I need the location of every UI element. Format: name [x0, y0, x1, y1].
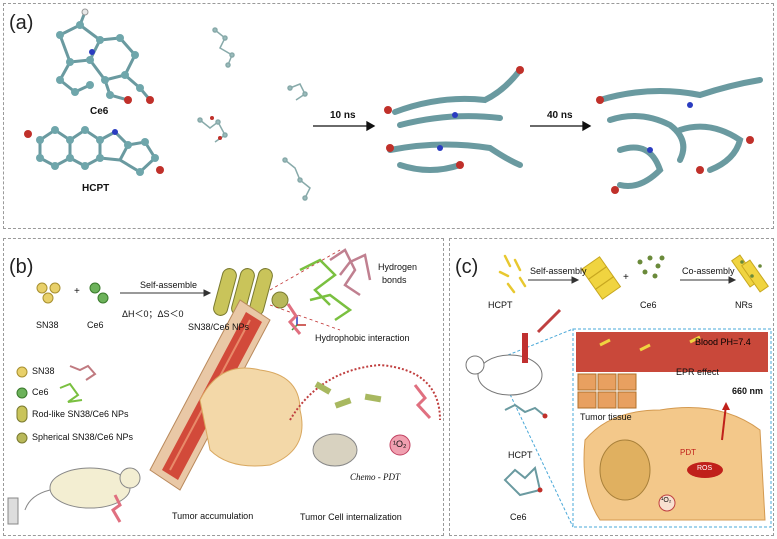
rod-nps: [213, 268, 273, 316]
ce6-mol-label: Ce6: [510, 512, 527, 522]
ce6-dots-c: [637, 255, 665, 279]
internalized-rods: [314, 381, 382, 409]
singlet-oxygen-b: ¹O₂: [393, 439, 407, 449]
cell-membrane-b: [289, 363, 441, 421]
molecular-model: [299, 248, 372, 322]
hcpt-label-c: HCPT: [488, 300, 513, 310]
ce6-label-c: Ce6: [640, 300, 657, 310]
ce6-molecule-c: [503, 466, 542, 497]
panel-a: [3, 3, 774, 229]
hbond-label-2: bonds: [382, 275, 407, 285]
nrs-c: [731, 254, 769, 293]
sphere-np: [271, 291, 289, 309]
sn38-label: SN38: [36, 320, 59, 330]
tumor-tissue-label: Tumor tissue: [580, 412, 632, 422]
plus-c: +: [623, 272, 629, 283]
hbond-label-1: Hydrogen: [378, 262, 418, 272]
nrs-label: NRs: [735, 300, 753, 310]
blood-ph-label: Blood PH=7.4: [695, 337, 751, 347]
singlet-oxygen-c: [658, 494, 676, 512]
legend-sphere: Spherical SN38/Ce6 NPs: [32, 432, 134, 442]
panel-b: [3, 238, 444, 536]
wavelength-label: 660 nm: [732, 386, 764, 396]
ce6-spheres: [89, 282, 109, 304]
panel-c: [449, 238, 774, 536]
syringe-c: [536, 308, 562, 334]
hcpt-bundle-c: [580, 256, 622, 300]
chemo-pdt-label: Chemo - PDT: [350, 472, 400, 482]
panel-a-letter: (a): [9, 12, 34, 34]
legend-sn38: SN38: [32, 366, 55, 376]
legend-sn38-icon: [16, 366, 28, 378]
panel-c-letter: (c): [455, 256, 479, 278]
legend-sphere-icon: [16, 432, 28, 444]
self-assembly-arrow-c: [528, 276, 580, 284]
laser-arrow: [721, 404, 727, 441]
epr-label: EPR effect: [676, 367, 719, 377]
arrow-40ns: [530, 120, 592, 132]
ce6-label-b: Ce6: [87, 320, 104, 330]
tumor-mass-b: [199, 367, 303, 467]
plus-b: +: [74, 286, 80, 297]
dimer-10ns: [387, 67, 523, 173]
hcpt-rods-c: [498, 254, 527, 294]
blood-vessel-c: [576, 332, 768, 372]
pdt-label: PDT: [680, 448, 696, 457]
legend-ce6-icon: [16, 387, 28, 399]
aggregate-40ns: [597, 77, 763, 189]
arrow-10ns: [313, 120, 376, 132]
thermo-label: ΔH＜0；ΔS＜0: [122, 309, 184, 319]
nucleus-b: [312, 433, 358, 467]
zoom-box-c: [572, 328, 772, 528]
nps-label: SN38/Ce6 NPs: [188, 322, 250, 332]
co-assembly-label: Co-assembly: [682, 266, 735, 276]
internalization-label: Tumor Cell internalization: [300, 512, 402, 522]
ros-label: ROS: [697, 465, 713, 472]
panel-b-letter: (b): [9, 256, 34, 278]
hydrophobic-label: Hydrophobic interaction: [315, 333, 410, 343]
sn38-spheres: [36, 282, 61, 304]
co-assembly-arrow-c: [680, 276, 737, 284]
self-assemble-arrow: [120, 289, 212, 297]
hcpt-label-a: HCPT: [82, 183, 110, 194]
legend-rod: Rod-like SN38/Ce6 NPs: [32, 409, 129, 419]
syringe-b: [7, 497, 19, 525]
hcpt-mol-label: HCPT: [508, 450, 533, 460]
self-assemble-label: Self-assemble: [140, 280, 198, 290]
ce6-label-a: Ce6: [90, 106, 109, 117]
ros-blob: [687, 462, 723, 478]
step-10ns: 10 ns: [330, 110, 356, 121]
tumor-accumulation-label: Tumor accumulation: [172, 511, 254, 521]
hcpt-molecule-c: [504, 403, 546, 417]
mouse-c: [465, 354, 543, 396]
self-assembly-label: Self-assembly: [530, 266, 587, 276]
legend-rod-icon: [16, 405, 28, 423]
lightning-b: [111, 494, 122, 523]
step-40ns: 40 ns: [547, 110, 573, 121]
tumor-tissue-c: [577, 373, 637, 409]
nucleus-c: [599, 439, 651, 501]
singlet-oxygen-burst-b: [389, 434, 411, 456]
mouse-b: [24, 467, 141, 511]
laser-device: [522, 333, 528, 363]
singlet-oxygen-c-label: ¹O₂: [661, 497, 672, 504]
legend-ce6: Ce6: [32, 387, 49, 397]
